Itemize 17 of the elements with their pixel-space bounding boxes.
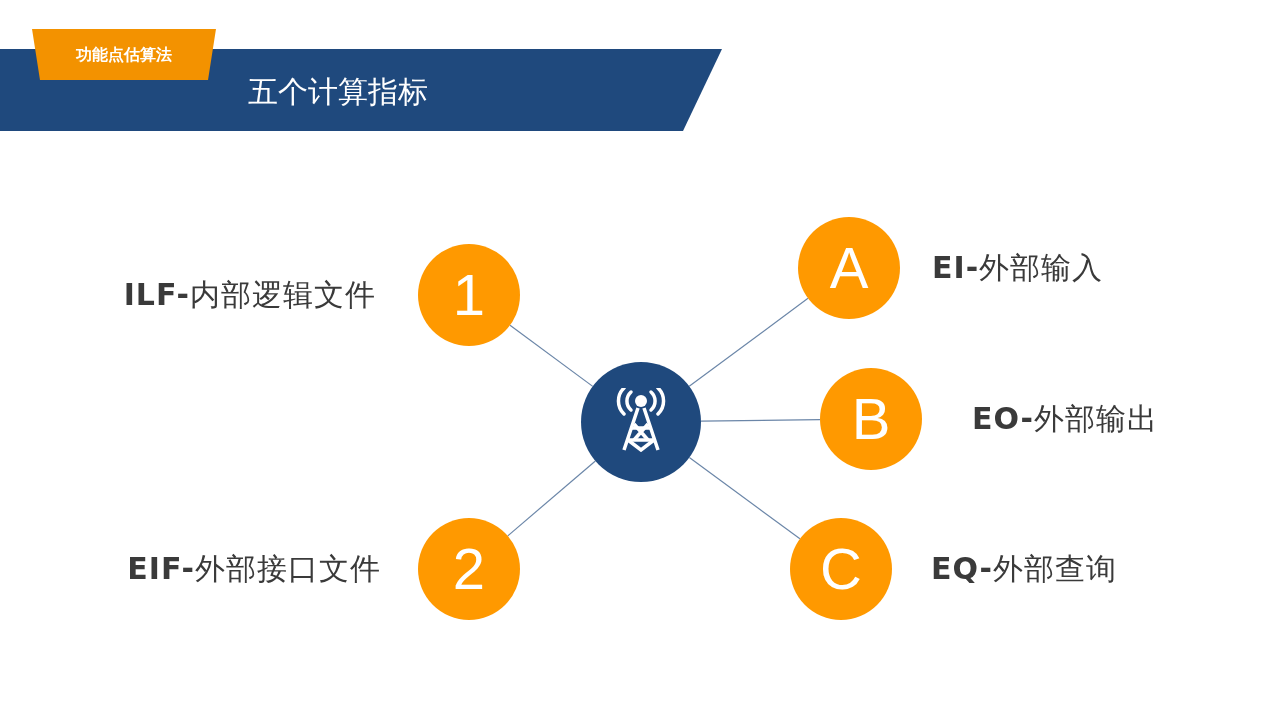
connector-line <box>507 460 596 537</box>
circle-label: 2 <box>452 540 486 598</box>
title: 五个计算指标 <box>248 73 428 111</box>
connector-line <box>509 324 594 387</box>
connector-line <box>688 456 801 540</box>
metric-label: ILF-内部逻辑文件 <box>123 276 376 314</box>
circle-label: 1 <box>452 266 486 324</box>
metric-label: EIF-外部接口文件 <box>127 550 381 588</box>
tab-label: 功能点估算法 <box>76 43 172 66</box>
connector-line <box>700 419 821 422</box>
metric-label: EO-外部输出 <box>972 400 1158 438</box>
circle-label: C <box>820 540 862 598</box>
circle-label: A <box>829 239 869 297</box>
circle-label: B <box>851 390 891 448</box>
metric-label: EQ-外部查询 <box>931 550 1117 588</box>
connector-line <box>688 297 809 387</box>
metric-label: EI-外部输入 <box>932 249 1104 287</box>
